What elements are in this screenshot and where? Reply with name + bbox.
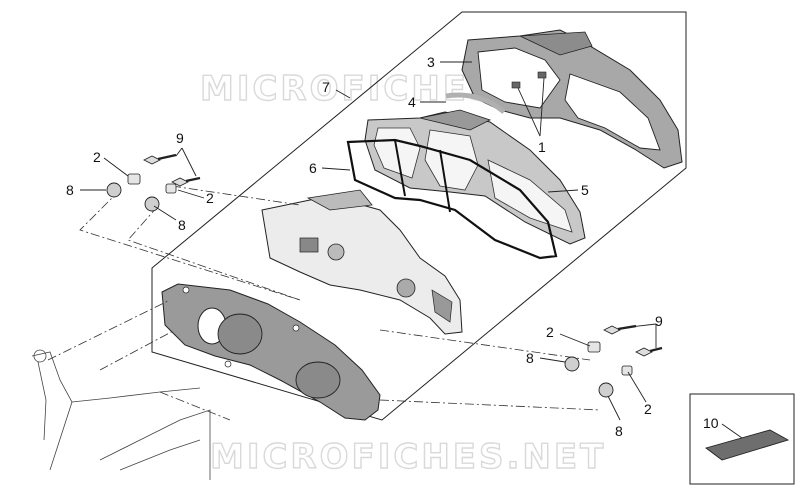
screw-9-right-b xyxy=(635,346,663,357)
connector-b xyxy=(327,243,345,261)
spacer-2-upper-left xyxy=(127,173,141,185)
connector-c xyxy=(396,278,416,298)
grommet-8-left-b xyxy=(144,196,160,212)
fasteners-left xyxy=(106,153,201,212)
assembly-boundary-box xyxy=(151,11,687,421)
front-cover xyxy=(161,283,381,421)
grommet-8-left-a xyxy=(106,182,122,198)
callout-2-upper-left: 2 xyxy=(93,149,101,165)
callout-10: 10 xyxy=(703,415,719,431)
spacer-2-right-upper xyxy=(587,341,601,353)
clip-a xyxy=(511,81,521,89)
callout-9-right: 9 xyxy=(655,313,663,329)
callout-2-right-upper: 2 xyxy=(546,324,554,340)
callout-8-right-b: 8 xyxy=(615,423,623,439)
callout-labels: 3 4 7 6 5 1 2 9 2 8 8 2 9 8 2 8 10 xyxy=(66,54,719,439)
callout-2-right-lower: 2 xyxy=(644,401,652,417)
leader-lines xyxy=(80,61,657,421)
spacer-2-lower-left xyxy=(165,183,177,194)
vehicle-frame xyxy=(31,349,211,480)
callout-1: 1 xyxy=(538,139,546,155)
connector-a xyxy=(299,237,319,253)
callout-8-left-b: 8 xyxy=(178,217,186,233)
callout-8-right-a: 8 xyxy=(526,350,534,366)
callout-2-lower-left: 2 xyxy=(206,190,214,206)
part-6-gasket xyxy=(346,138,558,260)
fasteners-right xyxy=(564,324,663,398)
grommet-8-right-a xyxy=(564,356,580,372)
callout-6: 6 xyxy=(309,160,317,176)
callout-5: 5 xyxy=(581,182,589,198)
assembly-lines xyxy=(47,185,601,421)
inset-box-part-10 xyxy=(689,393,795,485)
callout-9-left: 9 xyxy=(176,130,184,146)
part-3-rear-housing xyxy=(461,29,683,169)
part-10-adhesive-pad xyxy=(705,429,790,461)
part-4-seal xyxy=(445,92,506,114)
callout-8-left-a: 8 xyxy=(66,182,74,198)
grommet-8-right-b xyxy=(598,382,614,398)
callout-3: 3 xyxy=(427,54,435,70)
screw-9-left-b xyxy=(171,176,201,187)
part-7-cluster-body xyxy=(261,189,463,335)
callout-4: 4 xyxy=(408,94,416,110)
callout-7: 7 xyxy=(322,79,330,95)
screw-9-left-a xyxy=(143,153,177,165)
spacer-2-right-lower xyxy=(621,365,633,376)
clip-b xyxy=(537,71,547,79)
watermark-bottom: MICROFICHES.NET xyxy=(210,437,606,477)
